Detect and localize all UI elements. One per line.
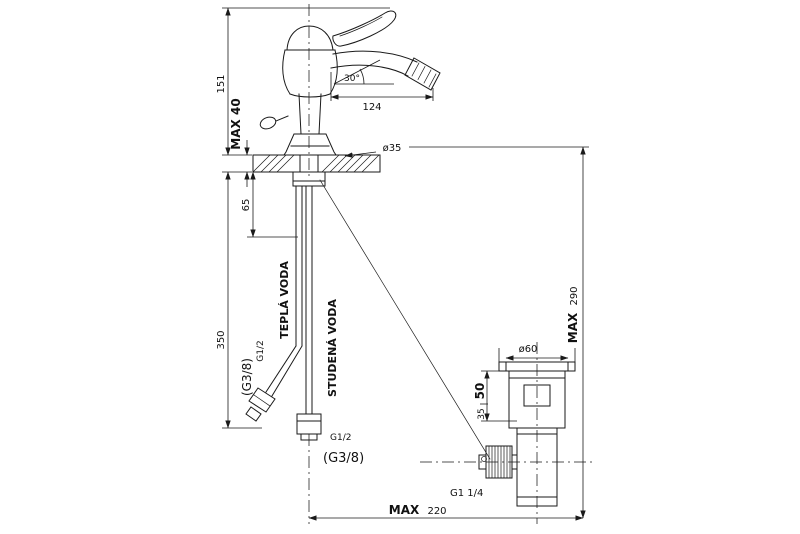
lever-handle xyxy=(332,10,397,47)
aerator xyxy=(404,57,441,91)
dimensions: 151 MAX 40 65 350 124 30° ø3 xyxy=(216,7,589,521)
drain-thread-label: G1 1/4 xyxy=(450,488,483,499)
lever-handle-ridge xyxy=(339,16,383,37)
angle-value: 30° xyxy=(344,74,360,84)
dim-350-value: 350 xyxy=(216,330,227,349)
side-knob xyxy=(259,116,277,130)
cold-water-label: STUDENÁ VODA xyxy=(326,299,339,397)
rod-clevis xyxy=(478,454,518,470)
cold-supply-pipe xyxy=(305,185,313,415)
text-labels: TEPLÁ VODA STUDENÁ VODA G1/2 (G3/8) G1/2… xyxy=(240,261,483,499)
deck-hatch-left xyxy=(252,154,295,173)
dim-dia60: ø60 xyxy=(498,344,576,362)
dim-max290: 290 MAX xyxy=(566,146,586,519)
aerator-knurl xyxy=(411,62,437,88)
drain-flange xyxy=(498,361,576,372)
dim-max220: MAX 220 xyxy=(308,503,584,521)
dim-220-value: 220 xyxy=(427,506,446,517)
dim-124-value: 124 xyxy=(362,102,381,113)
dim-angle-30: 30° xyxy=(333,59,394,85)
deck-hatch-right xyxy=(321,154,380,173)
spout xyxy=(330,50,418,77)
outlet-thread-alt-label: (G3/8) xyxy=(323,451,364,466)
center-lines xyxy=(308,4,592,524)
escutcheon-base xyxy=(283,133,337,156)
dim-65-value: 65 xyxy=(241,199,252,212)
dia60-value: ø60 xyxy=(519,344,538,355)
drain-assembly xyxy=(478,361,576,507)
dim-290-max-label: MAX xyxy=(566,312,580,343)
side-knob-stem xyxy=(275,115,289,122)
dim-max40: MAX 40 xyxy=(229,98,250,187)
hot-supply-pipe xyxy=(265,185,303,397)
faucet-body xyxy=(282,49,338,98)
outlet-thread-label: G1/2 xyxy=(330,433,351,443)
hot-pipe-nut xyxy=(248,387,276,413)
dim-max40-value: MAX 40 xyxy=(229,98,243,149)
pop-up-rod xyxy=(319,179,491,460)
supply-hoses xyxy=(245,185,322,441)
dia35-value: ø35 xyxy=(383,143,402,154)
hot-water-label: TEPLÁ VODA xyxy=(278,261,291,339)
faucet-assembly xyxy=(259,10,441,156)
dim-35-50: 50 35 xyxy=(473,370,517,422)
dim-290-value: 290 xyxy=(569,286,580,305)
drain-window xyxy=(523,384,551,407)
drain-upper-body xyxy=(508,370,566,429)
dim-151-extension-lines xyxy=(222,7,390,156)
dia60-extension-lines xyxy=(498,348,576,362)
hot-pipe-nut-line xyxy=(253,394,271,407)
hot-thread-label: G1/2 xyxy=(256,340,266,361)
faucet-neck xyxy=(298,93,322,135)
cold-pipe-connector xyxy=(296,413,322,441)
drain-lower-body xyxy=(516,427,558,507)
dia35-leader xyxy=(344,151,377,158)
dim-dia35: ø35 xyxy=(344,143,589,158)
dim-151-value: 151 xyxy=(216,74,227,93)
faucet-dome-cap xyxy=(286,25,334,51)
pop-up-linkage xyxy=(319,179,491,462)
dim-350: 350 xyxy=(216,171,262,429)
knurled-nut-hatch xyxy=(488,445,511,479)
dim-124: 124 xyxy=(330,72,434,113)
angle-arc xyxy=(359,68,365,85)
deck-section xyxy=(252,154,381,173)
dim-220-max-label: MAX xyxy=(389,503,420,517)
dim-350-extension-lines xyxy=(222,171,262,429)
dim-50-value: 50 xyxy=(473,383,487,400)
shank-nut xyxy=(292,171,326,187)
dim-35-value: 35 xyxy=(477,408,487,419)
knurled-nut xyxy=(485,445,513,479)
dim-65: 65 xyxy=(241,171,298,238)
faucet-shank xyxy=(299,154,319,173)
mounting-deck xyxy=(252,154,381,187)
hot-pipe-tip xyxy=(245,406,262,422)
hot-thread-alt-label: (G3/8) xyxy=(240,358,254,396)
